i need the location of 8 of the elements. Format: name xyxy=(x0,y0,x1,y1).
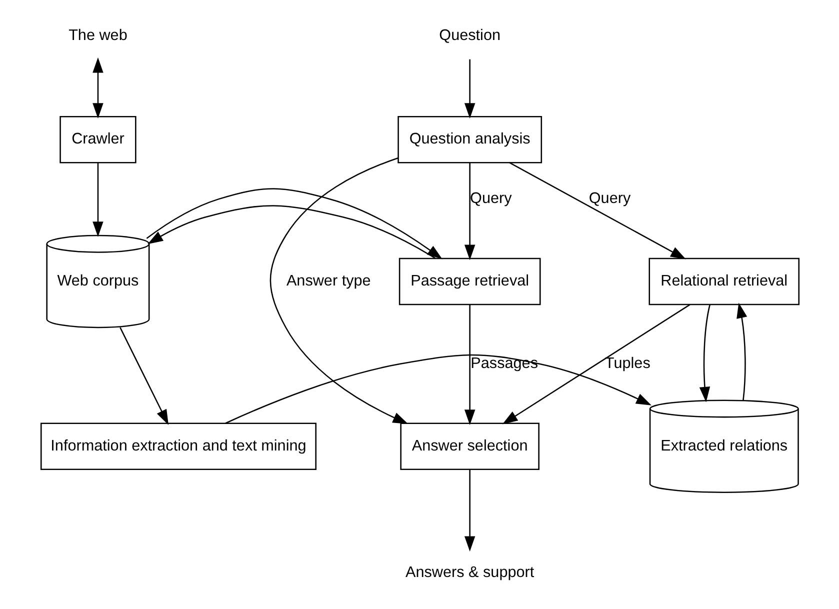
edge-label: Tuples xyxy=(604,354,650,372)
edge-label: Query xyxy=(470,190,512,208)
node-text: Question xyxy=(438,27,500,44)
edge-label: Query xyxy=(588,190,630,208)
node-text: The web xyxy=(68,27,127,44)
node-text: Answers & support xyxy=(405,564,534,581)
edge-label: Passages xyxy=(470,354,538,372)
edge-label: Answer type xyxy=(286,272,370,290)
